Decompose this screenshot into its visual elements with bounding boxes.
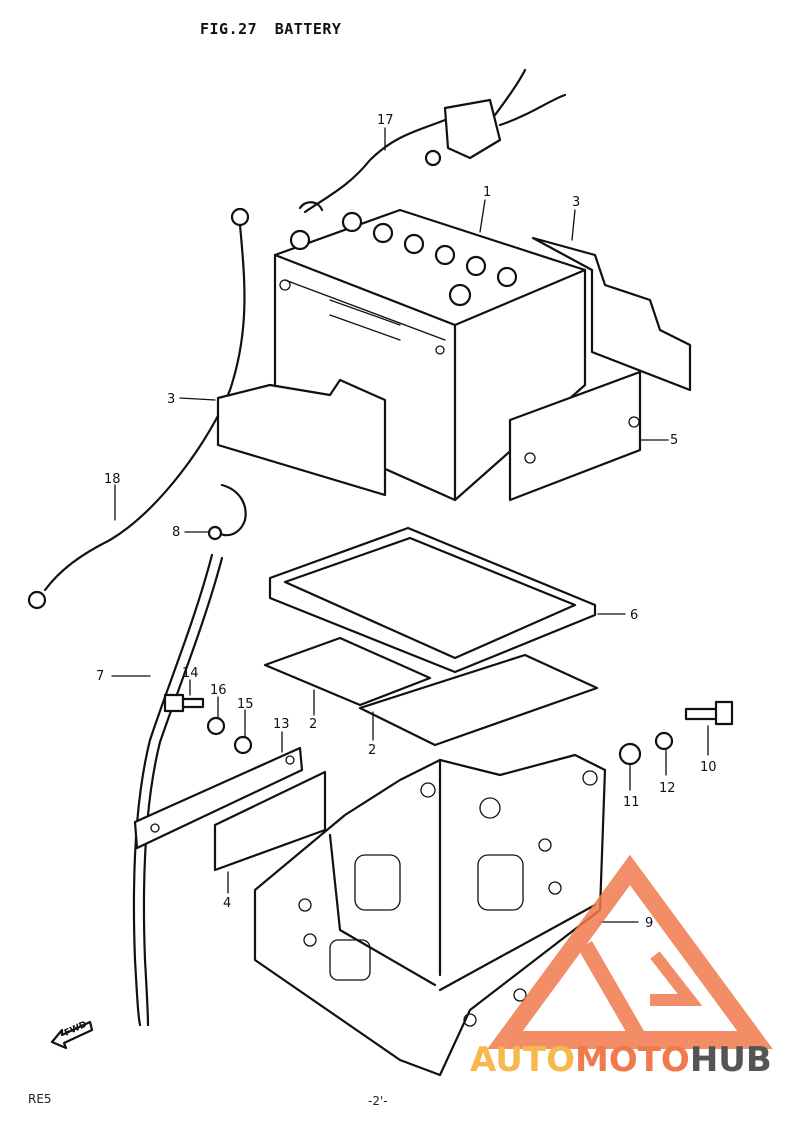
figure-name: BATTERY	[274, 20, 342, 38]
holder-3-right	[531, 236, 692, 392]
callout-18: 18	[104, 472, 121, 487]
callout-11: 11	[623, 795, 640, 810]
watermark-part-hub: HUB	[689, 1040, 772, 1080]
callout-12: 12	[659, 781, 676, 796]
model-code: RE5	[28, 1092, 52, 1106]
callout-16: 16	[210, 683, 227, 698]
plate-13	[133, 746, 304, 850]
callout-1: 1	[483, 185, 491, 200]
forward-arrow: FWD	[50, 1020, 94, 1050]
battery-box-9	[253, 753, 607, 1077]
cable-17	[298, 68, 567, 214]
holder-3-left	[216, 378, 387, 497]
callout-15: 15	[237, 697, 254, 712]
callout-7: 7	[96, 669, 104, 684]
callout-6: 6	[630, 608, 638, 623]
callout-4: 4	[223, 896, 231, 911]
cable-8	[207, 483, 247, 541]
watermark-text: AUTOMOTOHUB	[470, 1040, 772, 1080]
callout-14: 14	[182, 666, 199, 681]
figure-title: FIG.27 BATTERY	[200, 20, 341, 38]
callout-10: 10	[700, 760, 717, 775]
cover-5	[508, 370, 642, 502]
tray-6	[268, 526, 597, 674]
page-number: -2'-	[368, 1094, 388, 1108]
washer-12	[654, 731, 674, 751]
watermark-logo	[487, 854, 773, 1049]
callout-17: 17	[377, 113, 394, 128]
watermark-part-auto: AUTO	[470, 1040, 575, 1080]
bolt-14	[163, 693, 205, 713]
callouts: 17 1 3 3 5 18 8 6 7 14 16 15 13 2 2 11 1…	[96, 113, 717, 931]
battery-caps	[289, 211, 518, 307]
washer-15	[233, 735, 253, 755]
washer-11	[618, 742, 642, 766]
callout-8: 8	[172, 525, 180, 540]
cushion-2b	[358, 653, 599, 747]
watermark-part-moto: MOTO	[574, 1040, 690, 1080]
callout-3-left: 3	[167, 392, 175, 407]
callout-9: 9	[645, 916, 653, 931]
bolt-10	[684, 700, 734, 726]
cable-18	[27, 207, 250, 610]
callout-3-right: 3	[572, 195, 580, 210]
leader-lines	[111, 127, 709, 923]
callout-2-b: 2	[368, 743, 376, 758]
figure-number: FIG.27	[200, 20, 258, 38]
cushion-2a	[263, 636, 432, 707]
callout-13: 13	[273, 717, 290, 732]
washer-16	[206, 716, 226, 736]
breather-tube-7	[132, 553, 224, 1027]
callout-5: 5	[670, 433, 678, 448]
plate-4	[213, 770, 327, 872]
callout-2-a: 2	[309, 717, 317, 732]
